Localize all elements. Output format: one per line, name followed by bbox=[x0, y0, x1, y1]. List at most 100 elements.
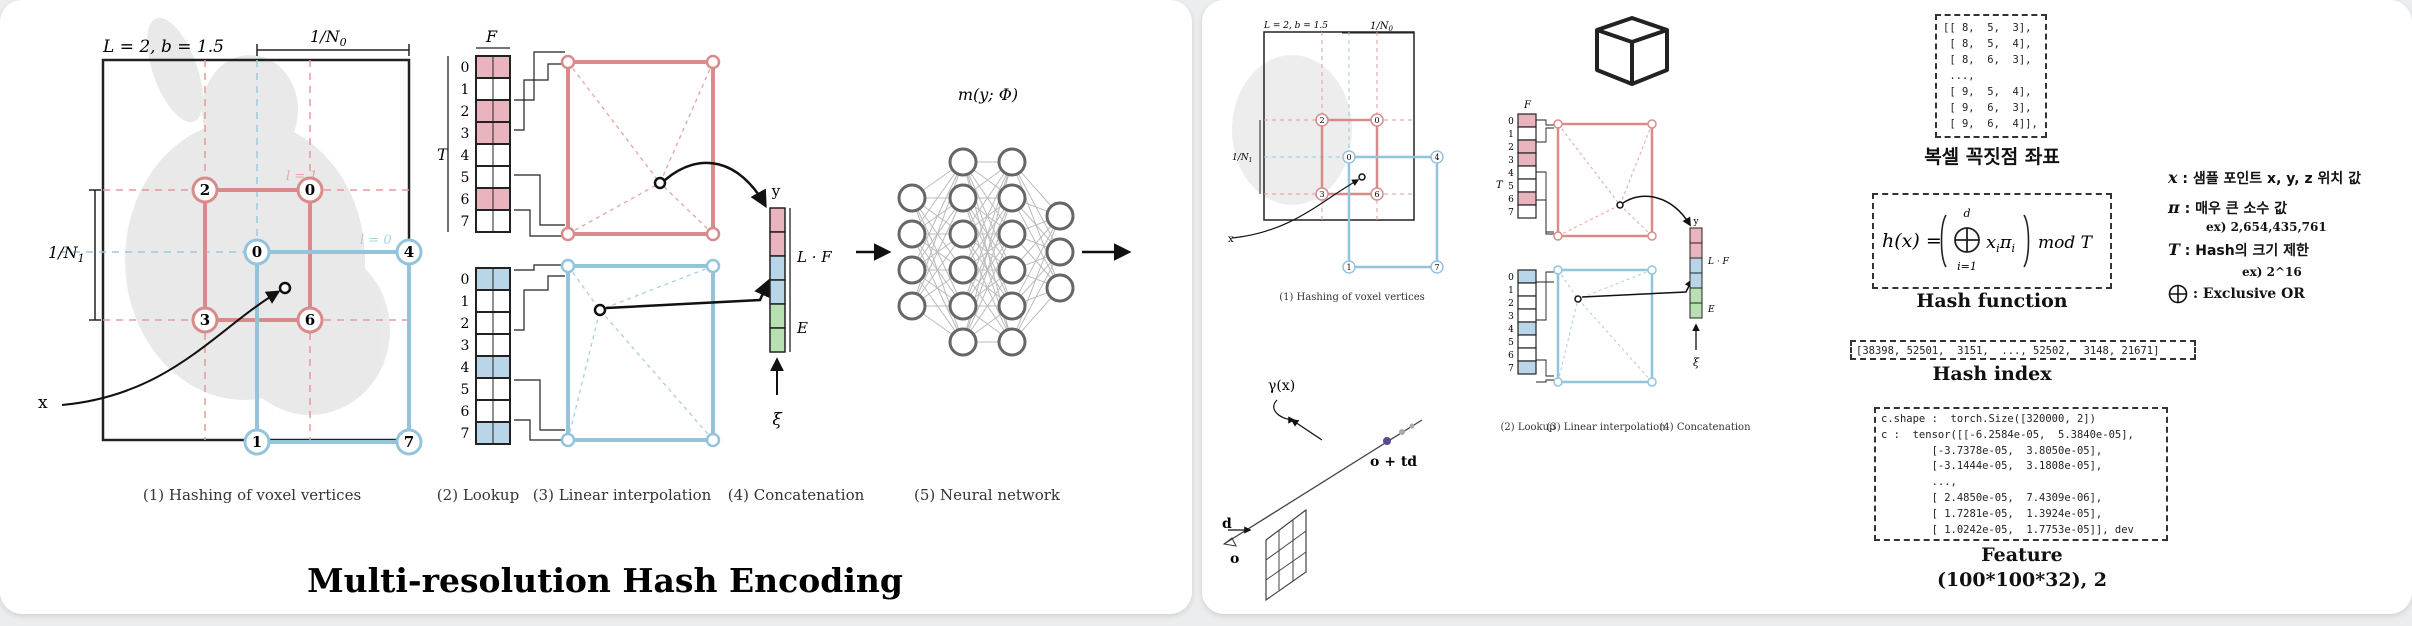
blue-interp-square bbox=[560, 258, 721, 448]
small-blue-table-row bbox=[1517, 282, 1537, 297]
concat-vector bbox=[769, 207, 786, 353]
nn-node bbox=[948, 219, 978, 249]
nn-node bbox=[997, 327, 1027, 357]
svg-text:2: 2 bbox=[1508, 143, 1514, 153]
svg-text:6: 6 bbox=[1508, 195, 1514, 205]
cube-icon bbox=[1595, 16, 1669, 86]
small-caption-interp: (3) Linear interpolation bbox=[1546, 422, 1666, 433]
note-t: T : Hash의 크기 제한 bbox=[2168, 240, 2309, 259]
svg-text:L = 2, b = 1.5: L = 2, b = 1.5 bbox=[1263, 21, 1328, 31]
svg-text:7: 7 bbox=[1434, 263, 1439, 272]
red-vertex-6: 6 bbox=[296, 306, 324, 334]
table-index: 7 bbox=[461, 426, 470, 442]
table-index: 2 bbox=[461, 104, 470, 120]
e-label: E bbox=[796, 319, 808, 337]
svg-text:0: 0 bbox=[252, 243, 262, 261]
svg-text:7: 7 bbox=[404, 433, 414, 451]
small-red-table-row bbox=[1517, 126, 1537, 141]
small-blue-table-row bbox=[1517, 269, 1537, 284]
gamma-label: γ(x) bbox=[1268, 378, 1295, 394]
small-xi-label: ξ bbox=[1693, 356, 1700, 369]
blue-vertex-7: 7 bbox=[395, 428, 423, 456]
hash-index-value: [38398, 52501, 3151, ..., 52502, 3148, 2… bbox=[1856, 345, 2160, 357]
nn-node bbox=[948, 327, 978, 357]
ray-d-label: d bbox=[1222, 516, 1232, 532]
note-xor: : Exclusive OR bbox=[2168, 284, 2305, 304]
nn-node bbox=[997, 291, 1027, 321]
feature-text: c.shape : torch.Size([320000, 2]) c : te… bbox=[1881, 413, 2134, 536]
caption-hashing: (1) Hashing of voxel vertices bbox=[143, 486, 361, 504]
right-panel: L = 2, b = 1.5 1/N0 1/N1 2 0 3 6 0 4 1 7… bbox=[1202, 0, 2412, 614]
table-index: 0 bbox=[461, 272, 470, 288]
nn-node bbox=[997, 255, 1027, 285]
small-blue-table-row bbox=[1517, 321, 1537, 336]
voxel-coords-box: [[ 8, 5, 3], [ 8, 5, 4], [ 8, 6, 3], ...… bbox=[1935, 14, 2047, 138]
sample-arrow bbox=[61, 290, 281, 406]
table-index: 1 bbox=[461, 294, 470, 310]
note-pi-example: ex) 2,654,435,761 bbox=[2206, 220, 2327, 234]
nn-node bbox=[997, 147, 1027, 177]
svg-text:F: F bbox=[485, 27, 498, 46]
small-hashing-diagram: L = 2, b = 1.5 1/N0 1/N1 2 0 3 6 0 4 1 7… bbox=[1228, 21, 1444, 303]
svg-text:1: 1 bbox=[252, 433, 262, 451]
blue-vertex-4: 4 bbox=[395, 238, 423, 266]
svg-text:0: 0 bbox=[1508, 117, 1514, 127]
feature-caption: Feature bbox=[1981, 544, 2063, 566]
table-index: 0 bbox=[461, 60, 470, 76]
svg-text:1/N0: 1/N0 bbox=[1370, 21, 1393, 33]
small-caption-concat: (4) Concatenation bbox=[1659, 422, 1751, 433]
table-index: 6 bbox=[461, 404, 470, 420]
lf-label: L · F bbox=[796, 248, 832, 266]
hash-function-caption: Hash function bbox=[1916, 290, 2068, 312]
red-grid-lines bbox=[103, 60, 409, 440]
feature-box: c.shape : torch.Size([320000, 2]) c : te… bbox=[1874, 407, 2168, 541]
small-e-label: E bbox=[1707, 305, 1715, 315]
table-index: 4 bbox=[461, 360, 470, 376]
svg-text:2: 2 bbox=[1508, 299, 1514, 309]
caption-nn: (5) Neural network bbox=[914, 486, 1061, 504]
nn-node bbox=[997, 183, 1027, 213]
svg-text:d: d bbox=[1963, 207, 1970, 220]
blue-voxel bbox=[255, 250, 411, 444]
hash-formula: h(x) = d i=1 xiπi mod T bbox=[1882, 207, 2094, 273]
small-lf-label: L · F bbox=[1707, 257, 1730, 267]
table-index: 7 bbox=[461, 214, 470, 230]
note-x: x : 샘플 포인트 x, y, z 위치 값 bbox=[2168, 168, 2362, 187]
nn-node bbox=[897, 291, 927, 321]
svg-text:1: 1 bbox=[1508, 130, 1514, 140]
nn-node bbox=[1045, 273, 1075, 303]
svg-text:3: 3 bbox=[1508, 312, 1514, 322]
nn-node bbox=[948, 147, 978, 177]
table-t-label: T bbox=[437, 145, 449, 164]
nn-node bbox=[948, 291, 978, 321]
red-vertex-0: 0 bbox=[296, 176, 324, 204]
svg-text:1/N1: 1/N1 bbox=[1232, 153, 1252, 164]
red-lookup-connectors bbox=[514, 51, 565, 237]
small-red-table-row bbox=[1517, 139, 1537, 154]
hash-index-caption: Hash index bbox=[1932, 363, 2052, 385]
right-diagram: L = 2, b = 1.5 1/N0 1/N1 2 0 3 6 0 4 1 7… bbox=[1222, 16, 1751, 602]
small-concat-vector bbox=[1689, 227, 1703, 319]
nn-node bbox=[897, 183, 927, 213]
y-label: y bbox=[771, 182, 781, 200]
svg-text:2: 2 bbox=[200, 181, 210, 199]
svg-text:1: 1 bbox=[1346, 263, 1351, 272]
grid-params-label: L = 2, b = 1.5 bbox=[102, 37, 224, 57]
svg-text:4: 4 bbox=[1434, 153, 1439, 162]
hash-function-box: h(x) = d i=1 xiπi mod T bbox=[1872, 193, 2112, 289]
small-red-table-row bbox=[1517, 165, 1537, 180]
left-panel: L = 2, b = 1.5 1/N0 1/N1 l = 1 l = 0 2 0… bbox=[0, 0, 1192, 614]
svg-text:7: 7 bbox=[1508, 364, 1514, 374]
ray-o-label: o bbox=[1230, 551, 1239, 567]
caption-interp: (3) Linear interpolation bbox=[533, 486, 712, 504]
svg-text:3: 3 bbox=[1319, 190, 1324, 199]
small-blue-table-row bbox=[1517, 360, 1537, 375]
table-index: 5 bbox=[461, 170, 470, 186]
svg-text:6: 6 bbox=[1374, 190, 1379, 199]
small-red-table-row bbox=[1517, 191, 1537, 206]
table-index: 6 bbox=[461, 192, 470, 208]
feature-caption-dims: (100*100*32), 2 bbox=[1936, 569, 2108, 591]
red-table-cells bbox=[475, 55, 511, 233]
blue-table-cells bbox=[475, 267, 511, 445]
